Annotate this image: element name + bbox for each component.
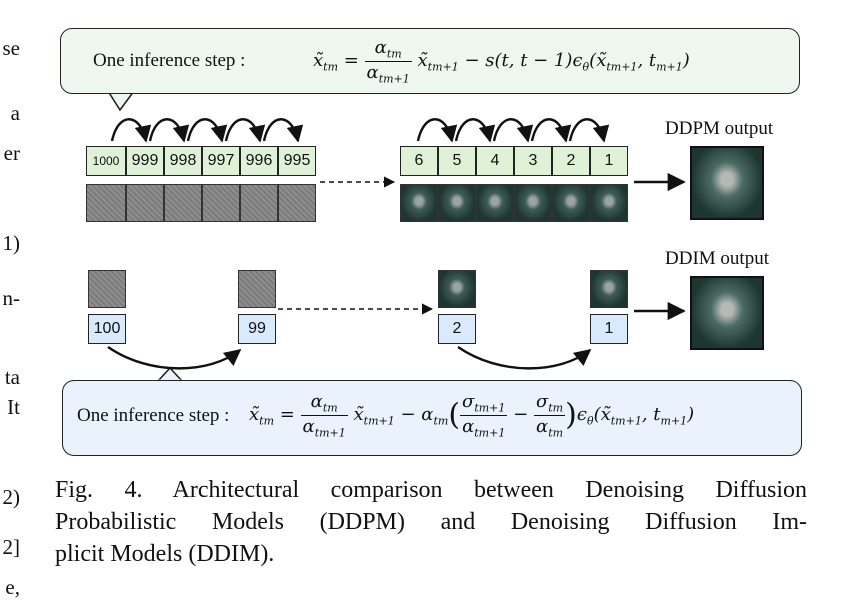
left-fragment: It: [7, 395, 20, 419]
ddpm-step: 3: [514, 146, 552, 176]
ddim-skip-arrow: [107, 346, 242, 370]
ddim-step: 99: [238, 314, 276, 344]
ddpm-step: 1: [590, 146, 628, 176]
noise-thumbnail: [238, 270, 276, 308]
ddpm-step: 997: [202, 146, 240, 176]
ddpm-step: 6: [400, 146, 438, 176]
left-fragment: e,: [5, 575, 20, 599]
ddpm-step: 4: [476, 146, 514, 176]
caption-line: Fig. 4. Architectural comparison between…: [55, 477, 807, 503]
left-fragment: ta: [4, 365, 20, 389]
ddpm-step: 1000: [86, 146, 126, 176]
left-fragment: 2]: [2, 535, 21, 559]
ddpm-step: 999: [126, 146, 164, 176]
noise-thumbnail: [126, 184, 164, 222]
astronaut-thumbnail: [438, 270, 476, 308]
astronaut-thumbnail: [400, 184, 438, 222]
astronaut-thumbnail: [514, 184, 552, 222]
astronaut-thumbnail: [476, 184, 514, 222]
left-fragment: er: [3, 141, 20, 165]
noise-thumbnail: [88, 270, 126, 308]
left-fragment: 1): [2, 231, 21, 255]
astronaut-thumbnail: [590, 270, 628, 308]
astronaut-thumbnail: [590, 184, 628, 222]
ddpm-step: 996: [240, 146, 278, 176]
callout-label: One inference step :: [93, 50, 246, 71]
ddpm-output-image: [690, 146, 764, 220]
callout-tail: [107, 90, 135, 112]
figure-caption: Fig. 4. Architectural comparison between…: [55, 474, 807, 570]
left-fragment: a: [10, 101, 20, 125]
astronaut-thumbnail: [438, 184, 476, 222]
ddpm-output-label: DDPM output: [665, 118, 774, 139]
ddpm-step: 5: [438, 146, 476, 176]
ddpm-hop-arrows: [110, 118, 610, 143]
ddpm-step: 2: [552, 146, 590, 176]
caption-line: Probabilistic Models (DDPM) and Denoisin…: [55, 509, 807, 535]
noise-thumbnail: [164, 184, 202, 222]
ddim-step: 100: [88, 314, 126, 344]
left-fragment: n-: [2, 286, 21, 310]
noise-thumbnail: [202, 184, 240, 222]
ddim-skip-arrow: [457, 346, 592, 370]
left-fragment: 2): [2, 485, 21, 509]
noise-thumbnail: [240, 184, 278, 222]
astronaut-thumbnail: [552, 184, 590, 222]
caption-line: plicit Models (DDIM).: [55, 541, 275, 567]
callout-label: One inference step :: [77, 405, 230, 426]
ddim-output-image: [690, 276, 764, 350]
ddpm-step: 998: [164, 146, 202, 176]
noise-thumbnail: [278, 184, 316, 222]
ddpm-step: 995: [278, 146, 316, 176]
ddim-output-label: DDIM output: [665, 248, 769, 269]
noise-thumbnail: [86, 184, 126, 222]
ddim-step: 1: [590, 314, 628, 344]
left-fragment: se: [2, 36, 21, 60]
ddim-step: 2: [438, 314, 476, 344]
